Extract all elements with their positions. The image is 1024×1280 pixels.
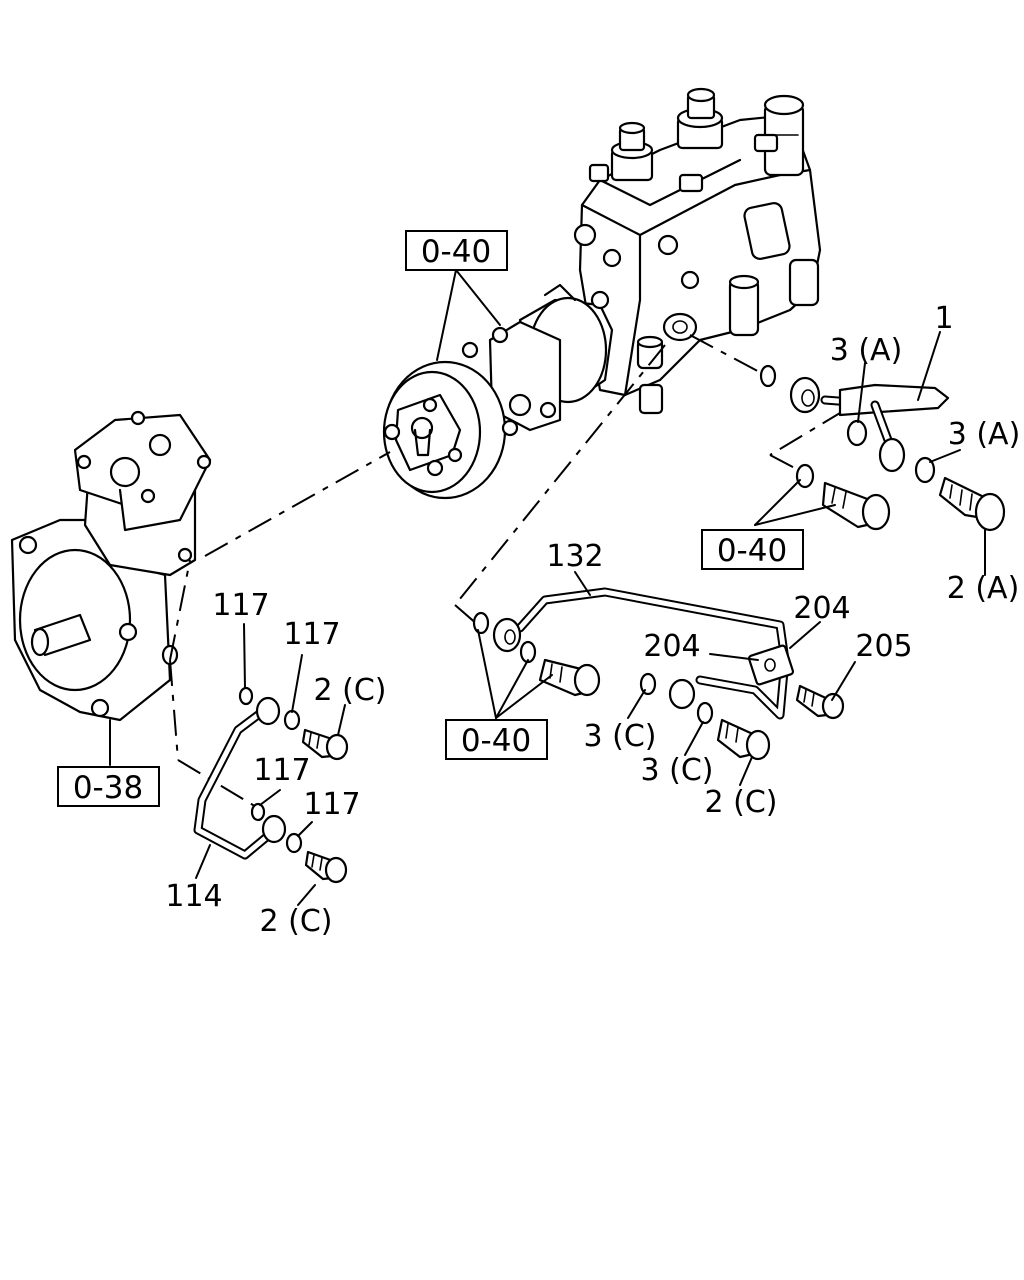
washer (238, 686, 254, 706)
reference-label: 0-40 (461, 723, 531, 759)
leader-lines (109, 269, 986, 906)
reference-box-left[interactable]: 0-38 (57, 766, 160, 807)
injection-pump (382, 87, 822, 500)
washer (250, 802, 266, 822)
part-label-2c: 2 (C) (314, 673, 387, 708)
part-label-117: 117 (212, 588, 269, 623)
part-label-1: 1 (934, 301, 953, 336)
reference-box-center[interactable]: 0-40 (445, 719, 548, 760)
part-label-117: 117 (253, 753, 310, 788)
washer (285, 832, 303, 854)
washer (795, 463, 815, 489)
part-label-2c: 2 (C) (705, 785, 778, 820)
pipe-132-assembly (472, 587, 845, 761)
air-compressor (10, 410, 212, 722)
washer (696, 701, 714, 725)
washer (639, 672, 657, 696)
reference-label: 0-40 (421, 234, 491, 270)
washer (283, 709, 301, 731)
reference-box-top[interactable]: 0-40 (405, 230, 508, 271)
part-label-205: 205 (855, 629, 912, 664)
reference-box-right[interactable]: 0-40 (701, 529, 804, 570)
part-label-132: 132 (546, 539, 603, 574)
part-label-204: 204 (793, 591, 850, 626)
part-label-2c: 2 (C) (260, 904, 333, 939)
reference-label: 0-40 (717, 533, 787, 569)
washer (519, 640, 537, 664)
washer (914, 456, 936, 484)
part-labels: 1 3 (A) 3 (A) 2 (A) 132 204 204 205 3 (C… (165, 301, 1020, 939)
pipe-114-assembly (193, 686, 349, 884)
part-label-3c: 3 (C) (584, 719, 657, 754)
clip (747, 644, 795, 686)
part-label-204: 204 (643, 629, 700, 664)
part-label-114: 114 (165, 879, 222, 914)
part-label-3c: 3 (C) (641, 753, 714, 788)
washer (759, 364, 777, 388)
reference-label: 0-38 (73, 770, 143, 806)
washer (846, 419, 868, 447)
part-label-2a: 2 (A) (947, 571, 1020, 606)
part-label-117: 117 (283, 617, 340, 652)
washer (472, 611, 490, 635)
part-label-3a: 3 (A) (948, 417, 1021, 452)
part-label-117: 117 (303, 787, 360, 822)
part-label-3a: 3 (A) (830, 333, 903, 368)
